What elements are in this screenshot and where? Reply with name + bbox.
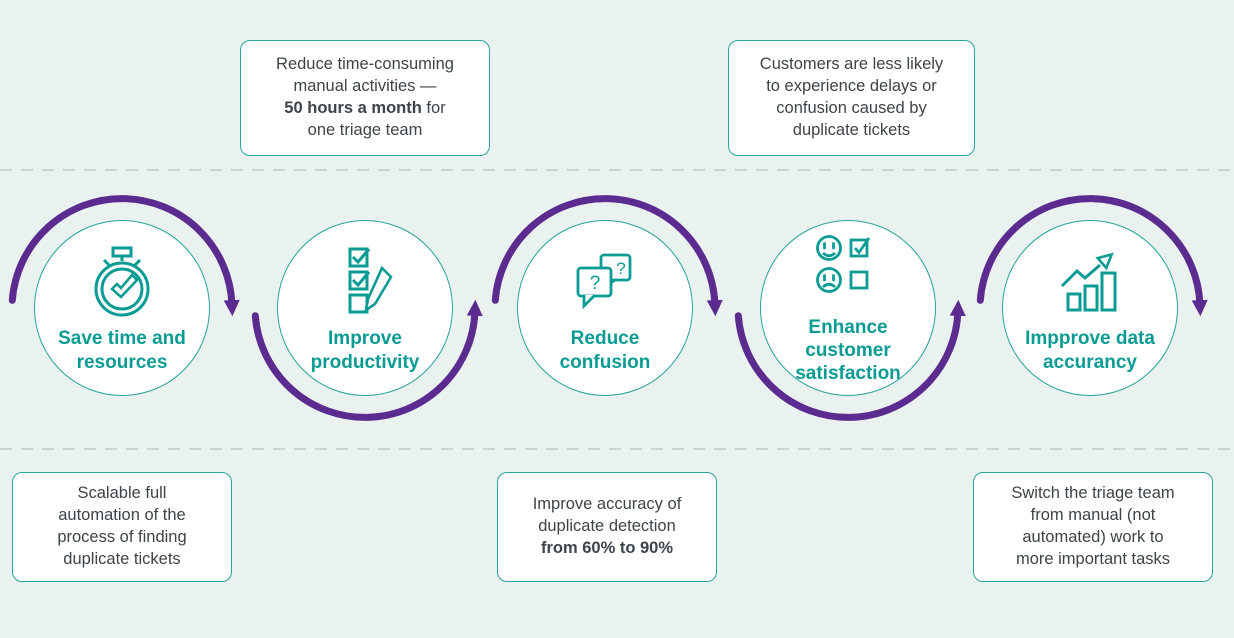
step-label: Impprove data accurancy: [1025, 328, 1155, 373]
callout-accuracy-60-90: Improve accuracy of duplicate detection …: [497, 472, 717, 582]
step-improve-productivity: Improve productivity: [240, 183, 490, 433]
svg-text:?: ?: [616, 259, 625, 278]
growth-chart-icon: [1060, 252, 1117, 312]
step-label: Enhance customer satisfaction: [795, 316, 901, 385]
question-bubbles-icon: ? ?: [576, 253, 632, 310]
step-circle: Enhance customer satisfaction: [760, 220, 936, 396]
flow-arrow-over-icon: [8, 195, 240, 317]
callout-reduce-manual-activities: Reduce time-consuming manual activities …: [240, 40, 490, 156]
flow-arrow-under-icon: [251, 299, 483, 421]
step-label: Improve productivity: [310, 328, 420, 373]
step-label: Save time and resources: [58, 328, 186, 373]
callout-text: Switch the triage team from manual (not …: [1011, 484, 1175, 568]
step-improve-data-accuracy: Impprove data accurancy: [965, 183, 1215, 433]
callout-scalable-automation: Scalable full automation of the process …: [12, 472, 232, 582]
callout-text: Reduce time-consuming manual activities …: [276, 55, 454, 139]
callout-text: Scalable full automation of the process …: [57, 484, 187, 568]
dashed-separator-bottom: [0, 448, 1234, 450]
step-label: Reduce confusion: [559, 328, 651, 373]
step-circle: ? ? Reduce confusion: [517, 220, 693, 396]
step-circle: Save time and resources: [34, 220, 210, 396]
satisfaction-survey-icon: [816, 234, 871, 293]
callout-switch-triage-team: Switch the triage team from manual (not …: [973, 472, 1213, 582]
checklist-pencil-icon: [348, 247, 393, 314]
flow-arrow-over-icon: [976, 195, 1208, 317]
step-reduce-confusion: ? ? Reduce confusion: [480, 183, 730, 433]
callout-bold-text: from 60% to 90%: [540, 538, 674, 557]
callout-text: Customers are less likely to experience …: [759, 55, 944, 139]
callout-customers-less-delays: Customers are less likely to experience …: [728, 40, 975, 156]
callout-text: Improve accuracy of duplicate detection …: [532, 495, 682, 557]
flow-arrow-over-icon: [491, 195, 723, 317]
flow-arrow-under-icon: [734, 299, 966, 421]
svg-text:?: ?: [590, 273, 601, 294]
step-circle: Improve productivity: [277, 220, 453, 396]
step-circle: Impprove data accurancy: [1002, 220, 1178, 396]
stopwatch-check-icon: [94, 246, 150, 317]
step-save-time: Save time and resources: [0, 183, 247, 433]
dashed-separator-top: [0, 169, 1234, 171]
step-enhance-satisfaction: Enhance customer satisfaction: [723, 183, 973, 433]
callout-bold-text: 50 hours a month: [284, 99, 422, 117]
